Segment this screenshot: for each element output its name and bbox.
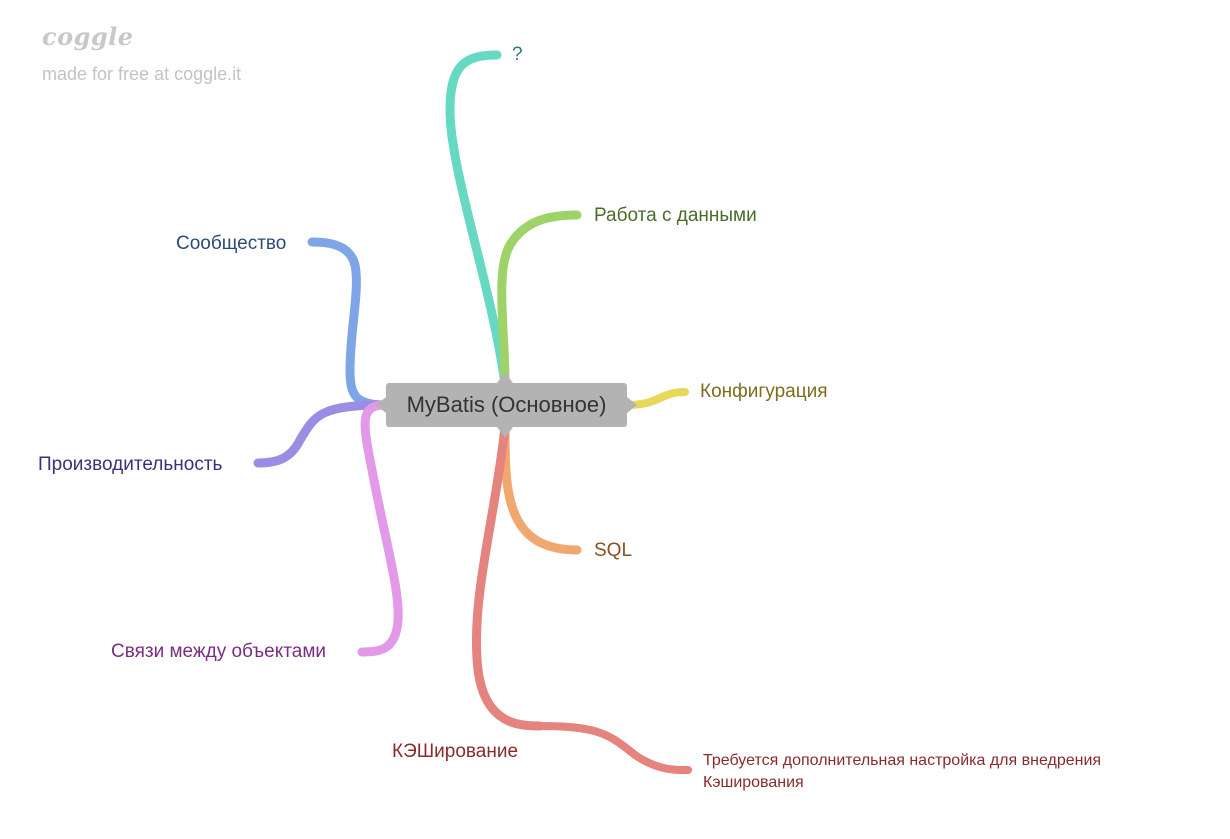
- center-left-notch: [376, 397, 386, 413]
- node-config[interactable]: Конфигурация: [700, 381, 828, 402]
- branch-config-line[interactable]: [623, 388, 689, 409]
- branch-cache-note-line[interactable]: [536, 722, 692, 775]
- branch-relations-line[interactable]: [357, 400, 403, 657]
- branch-question-line[interactable]: [445, 50, 510, 388]
- node-question[interactable]: ?: [512, 44, 523, 65]
- node-cache-note[interactable]: Требуется дополнительная настройка для в…: [703, 752, 1102, 791]
- node-community[interactable]: Сообщество: [176, 233, 287, 254]
- branch-cache-line[interactable]: [471, 422, 545, 731]
- coggle-logo[interactable]: coggle: [42, 22, 134, 51]
- branch-sql-line[interactable]: [500, 422, 582, 555]
- node-data[interactable]: Работа с данными: [594, 205, 757, 226]
- branch-community-line[interactable]: [307, 237, 391, 410]
- coggle-tagline[interactable]: made for free at coggle.it: [42, 64, 242, 84]
- node-cache[interactable]: КЭШирование: [392, 741, 519, 762]
- center-bottom-notch: [497, 427, 513, 438]
- node-sql[interactable]: SQL: [594, 540, 633, 561]
- center-top-notch: [497, 372, 513, 383]
- node-relations[interactable]: Связи между объектами: [111, 641, 327, 662]
- center-node[interactable]: MyBatis (Основное): [386, 383, 627, 427]
- branch-data-line[interactable]: [497, 210, 582, 388]
- node-performance[interactable]: Производительность: [38, 454, 223, 475]
- branch-performance-line[interactable]: [253, 400, 391, 468]
- center-right-notch: [627, 397, 637, 413]
